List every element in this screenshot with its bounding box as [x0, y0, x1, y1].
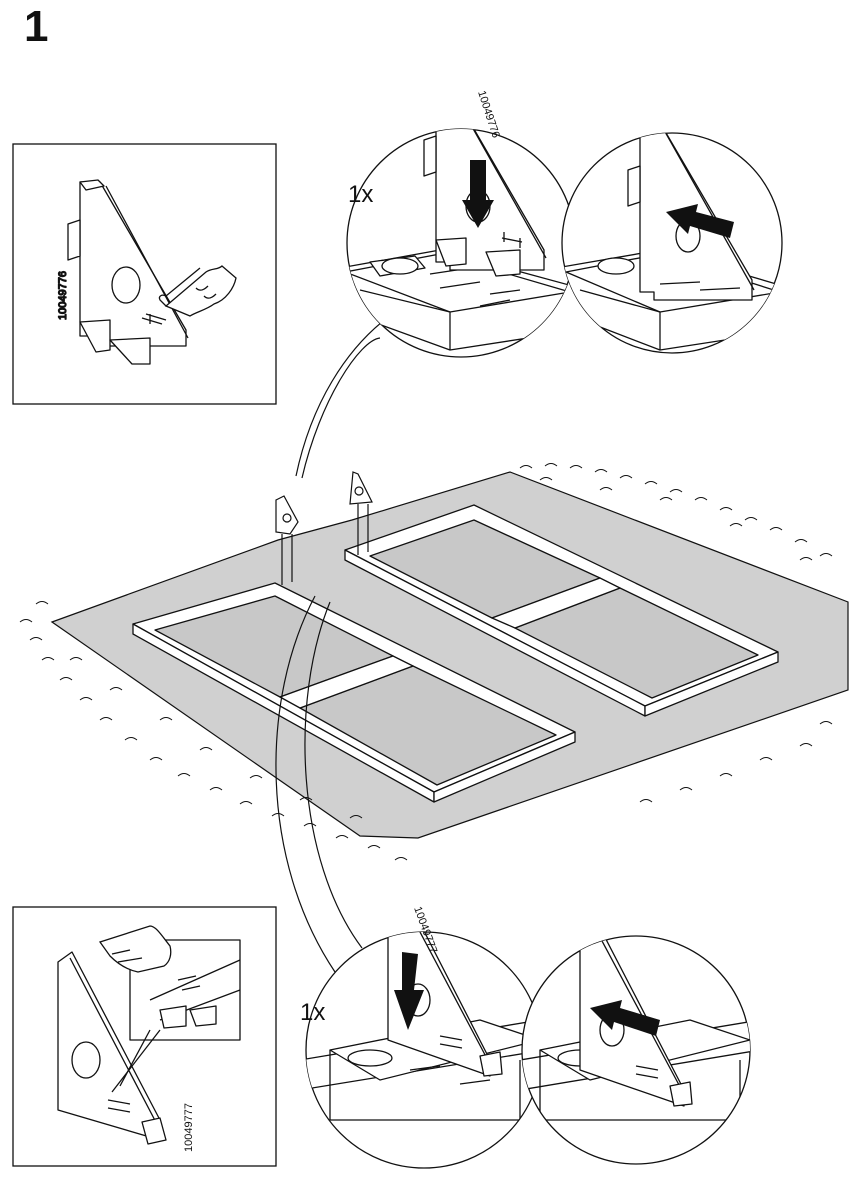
floor-hatching	[19, 463, 833, 861]
callout-lines	[275, 321, 383, 973]
pointing-hand-icon-bottom	[98, 925, 172, 973]
part-number-label-bottom-box: 10049777	[183, 1103, 195, 1152]
floor-mat	[50, 471, 849, 839]
detail-circle-top-push	[561, 132, 783, 354]
frame-left	[132, 582, 576, 803]
arrow-left-icon-bottom	[590, 1000, 660, 1036]
frame-right	[344, 504, 779, 717]
quantity-label-top: 1x	[348, 181, 373, 208]
bracket-right-hover	[349, 471, 373, 555]
quantity-label-bottom: 1x	[300, 999, 325, 1026]
pointing-hand-icon	[158, 265, 237, 317]
arrow-down-icon-bottom	[394, 952, 424, 1030]
arrow-left-icon	[666, 204, 734, 238]
detail-circle-top-insert: 10049776 1x	[346, 89, 576, 358]
step-number: 1	[24, 2, 49, 51]
bracket-left-hover	[275, 495, 299, 585]
detail-box-bottom: 10049777	[12, 906, 277, 1167]
part-number-label-top-box: 10049776	[57, 271, 69, 320]
detail-box-top: 10049776	[12, 143, 277, 405]
arrow-down-icon	[462, 160, 494, 228]
detail-circle-bottom-insert: 10049777 1x	[300, 905, 543, 1169]
detail-circle-bottom-push	[521, 935, 751, 1165]
